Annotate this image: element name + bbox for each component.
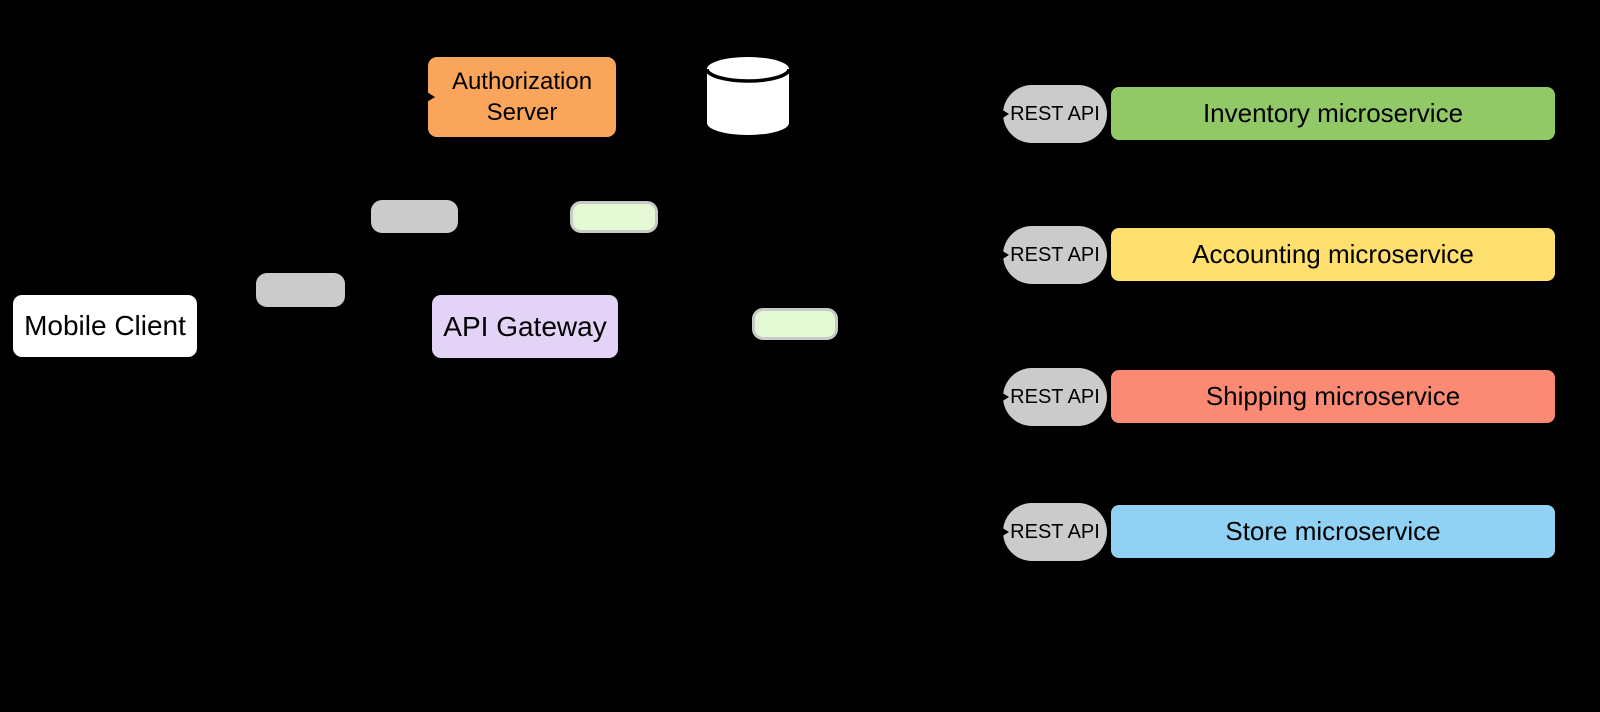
api-gateway-label: API Gateway bbox=[443, 310, 607, 342]
store-microservice-label: Store microservice bbox=[1225, 516, 1441, 546]
accounting-microservice-label: Accounting microservice bbox=[1192, 239, 1474, 269]
rest-api-label: REST API bbox=[1010, 385, 1100, 408]
rest-api-label: REST API bbox=[1010, 243, 1100, 266]
service-row-shipping: REST API Shipping microservice bbox=[996, 368, 1555, 426]
rest-api-pill: REST API bbox=[996, 226, 1107, 284]
shipping-microservice-label: Shipping microservice bbox=[1205, 381, 1461, 411]
green-token-pill-lower bbox=[752, 308, 838, 340]
arrowhead-icon bbox=[422, 89, 435, 105]
accounting-microservice-bar: Accounting microservice bbox=[1111, 228, 1555, 281]
inventory-microservice-bar: Inventory microservice bbox=[1111, 87, 1555, 140]
arrowhead-icon bbox=[996, 389, 1009, 405]
arrowhead-icon bbox=[996, 524, 1009, 540]
rest-api-pill: REST API bbox=[996, 368, 1107, 426]
gray-token-pill-upper bbox=[371, 200, 458, 233]
database-cylinder-icon bbox=[705, 56, 791, 136]
authorization-server-node: Authorization Server bbox=[422, 57, 616, 137]
rest-api-label: REST API bbox=[1010, 520, 1100, 543]
rest-api-label: REST API bbox=[1010, 102, 1100, 125]
mobile-client-node: Mobile Client bbox=[13, 295, 197, 357]
shipping-microservice-bar: Shipping microservice bbox=[1111, 370, 1555, 423]
api-gateway-node: API Gateway bbox=[432, 295, 618, 358]
service-row-inventory: REST API Inventory microservice bbox=[996, 85, 1555, 143]
authorization-server-label: Authorization Server bbox=[451, 67, 593, 126]
service-row-store: REST API Store microservice bbox=[996, 503, 1555, 561]
arrowhead-icon bbox=[996, 247, 1009, 263]
store-microservice-bar: Store microservice bbox=[1111, 505, 1555, 558]
green-token-pill-upper bbox=[570, 201, 658, 233]
rest-api-pill: REST API bbox=[996, 503, 1107, 561]
arrowhead-icon bbox=[996, 106, 1009, 122]
service-row-accounting: REST API Accounting microservice bbox=[996, 226, 1555, 284]
gray-token-pill-lower bbox=[256, 273, 345, 307]
mobile-client-label: Mobile Client bbox=[24, 310, 186, 341]
inventory-microservice-label: Inventory microservice bbox=[1202, 98, 1464, 128]
rest-api-pill: REST API bbox=[996, 85, 1107, 143]
